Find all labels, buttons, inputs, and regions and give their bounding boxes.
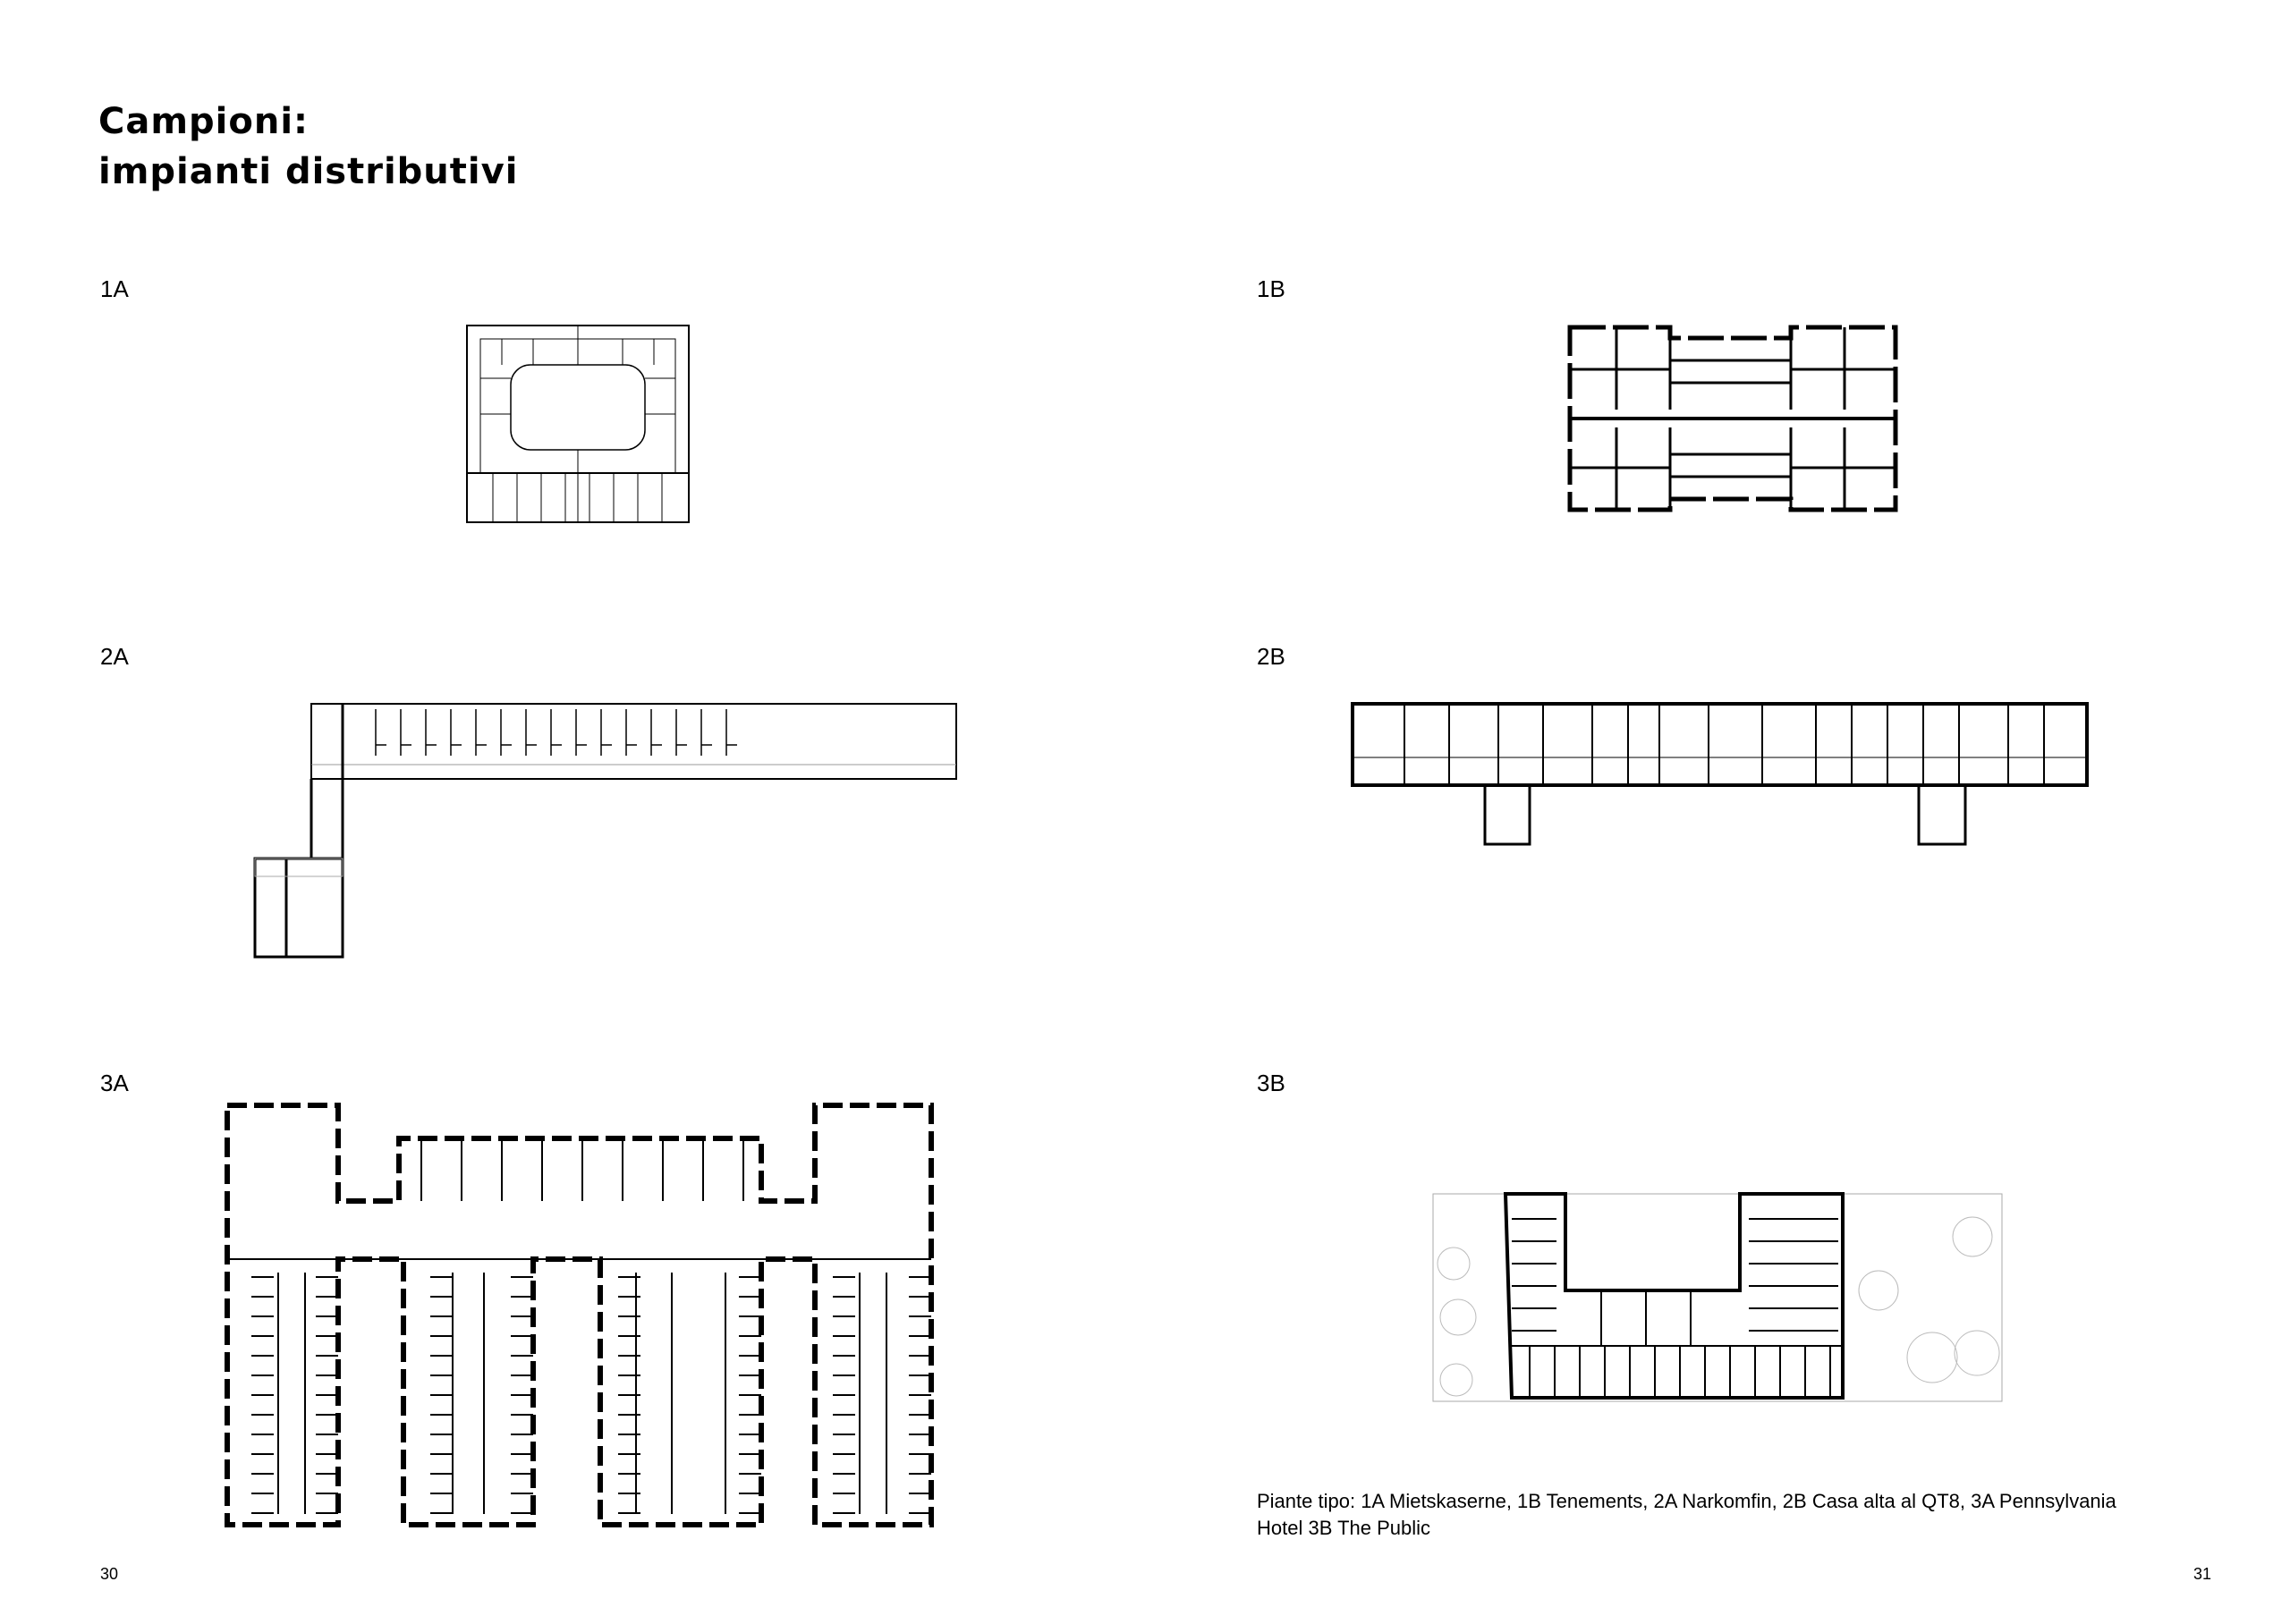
label-1b: 1B [1257, 275, 1285, 302]
floor-plan-2b [1351, 702, 2089, 847]
floor-plan-1a [466, 325, 690, 523]
label-3a: 3A [100, 1070, 129, 1096]
page-title: Campioni: impianti distributivi [98, 97, 518, 197]
label-1a: 1A [100, 275, 129, 302]
caption-line-1: Piante tipo: 1A Mietskaserne, 1B Tenemen… [1257, 1490, 2116, 1512]
figure-caption: Piante tipo: 1A Mietskaserne, 1B Tenemen… [1257, 1488, 2205, 1542]
caption-line-2: Hotel 3B The Public [1257, 1517, 1431, 1539]
label-2a: 2A [100, 643, 129, 670]
floor-plan-3b [1431, 1192, 2004, 1403]
page-number-right: 31 [2193, 1565, 2212, 1583]
floor-plan-1b [1567, 325, 1898, 512]
label-2b: 2B [1257, 643, 1285, 670]
label-3b: 3B [1257, 1070, 1285, 1096]
title-line-1: Campioni: [98, 101, 310, 142]
floor-plan-3a [225, 1103, 934, 1527]
title-line-2: impianti distributivi [98, 151, 519, 192]
page-number-left: 30 [100, 1565, 119, 1583]
floor-plan-2a [255, 702, 958, 970]
